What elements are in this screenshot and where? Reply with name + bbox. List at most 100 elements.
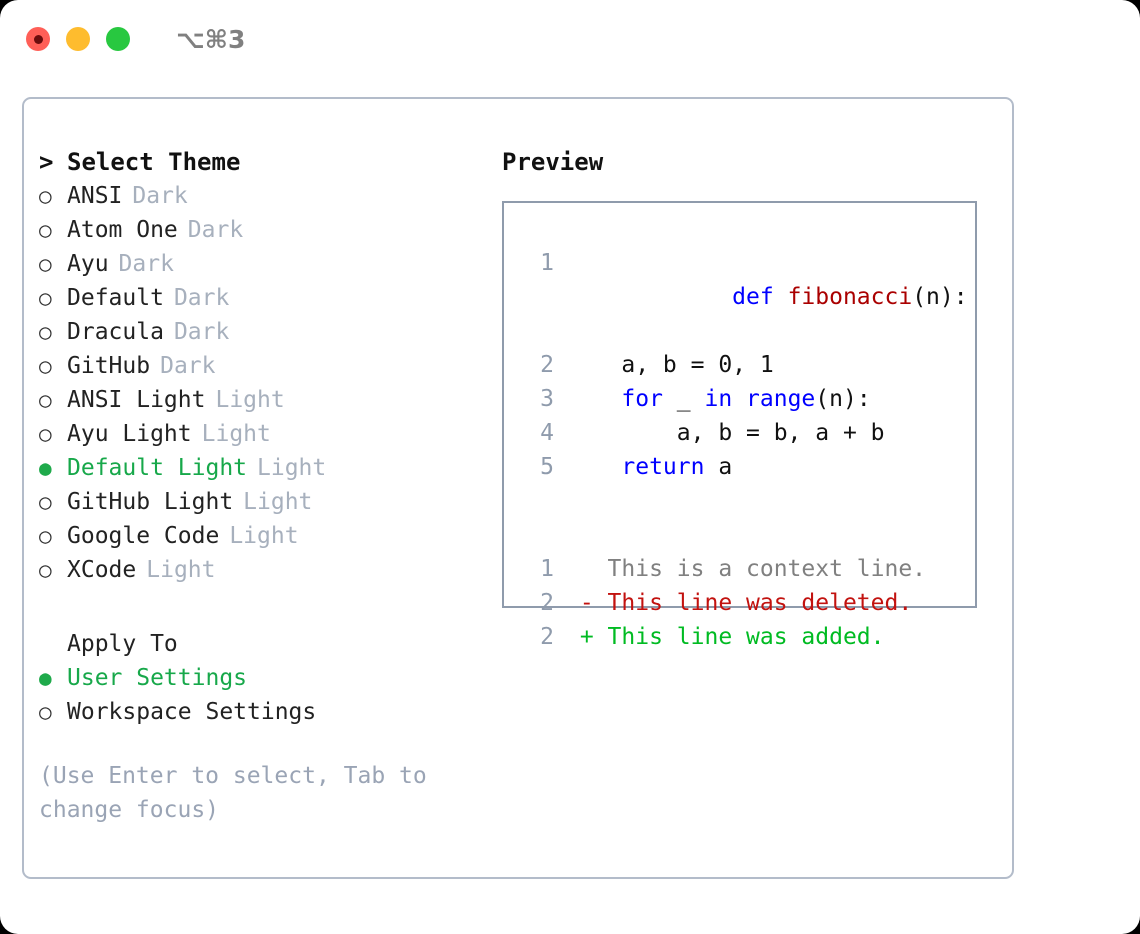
theme-item-ansi-light[interactable]: ○ ANSI Light Light [39,383,489,417]
theme-item-atom-one-dark[interactable]: ○ Atom One Dark [39,213,489,247]
code-token-function: fibonacci [787,284,913,310]
theme-item-ansi-dark[interactable]: ○ ANSI Dark [39,179,489,213]
theme-item-github-dark[interactable]: ○ GitHub Dark [39,349,489,383]
apply-to-option-user-settings[interactable]: ● User Settings [39,661,489,695]
spacer-icon: o [39,627,67,661]
theme-item-ayu-light[interactable]: ○ Ayu Light Light [39,417,489,451]
theme-item-dracula-dark[interactable]: ○ Dracula Dark [39,315,489,349]
theme-item-label: XCode [67,557,137,583]
theme-item-ayu-dark[interactable]: ○ Ayu Dark [39,247,489,281]
code-token-plain: a [704,454,733,480]
radio-icon[interactable]: ○ [39,320,52,344]
keyboard-hint-text: (Use Enter to select, Tab to change focu… [39,763,441,823]
radio-icon[interactable]: ○ [39,558,52,582]
theme-item-tag: Light [201,421,271,447]
diff-line-context: 1 This is a context line. [518,552,975,586]
theme-item-default-dark[interactable]: ○ Default Dark [39,281,489,315]
theme-item-label: Default [67,285,164,311]
prompt-caret-icon: > [39,148,54,176]
theme-picker-column: > Select Theme ○ ANSI Dark ○ Atom One Da… [39,145,489,827]
code-token-keyword: return [621,454,705,480]
radio-icon[interactable]: ○ [39,700,52,724]
close-button[interactable] [26,27,50,51]
diff-content: This is a context line. [566,556,927,582]
theme-item-xcode[interactable]: ○ XCode Light [39,553,489,587]
preview-column: Preview 1 def fibonacci(n): 2 a, b = 0, … [502,145,1002,650]
minimize-button[interactable] [66,27,90,51]
diff-content: - This line was deleted. [566,590,913,616]
apply-to-heading: o Apply To [39,627,489,661]
code-line: 2 a, b = 0, 1 [518,348,975,382]
preview-title: Preview [502,148,604,176]
radio-icon[interactable]: ○ [39,422,52,446]
radio-icon[interactable]: ○ [39,252,52,276]
line-number: 2 [540,590,554,616]
radio-icon[interactable]: ○ [39,184,52,208]
radio-icon[interactable]: ○ [39,388,52,412]
code-blank-line [518,484,975,518]
line-number: 1 [540,250,554,276]
code-content: a, b = 0, 1 [566,352,774,378]
diff-line-added: 2 + This line was added. [518,620,975,654]
line-number: 5 [540,454,554,480]
apply-to-heading-label: Apply To [67,631,178,657]
theme-item-label: Atom One [67,217,178,243]
theme-item-github-light[interactable]: ○ GitHub Light Light [39,485,489,519]
traffic-lights [26,27,130,51]
code-token-plain [566,386,621,412]
code-content: a, b = b, a + b [566,420,885,446]
radio-icon-selected[interactable]: ● [39,666,52,690]
radio-icon[interactable]: ○ [39,490,52,514]
line-number: 2 [540,352,554,378]
code-token-plain [732,386,746,412]
code-content: for _ in range(n): [566,382,871,416]
theme-item-label: ANSI Light [67,387,206,413]
hint-gap [39,729,489,759]
theme-item-label: Dracula [67,319,164,345]
theme-item-label: Google Code [67,523,220,549]
diff-content: + This line was added. [566,624,885,650]
code-token-plain: (n): [815,386,871,412]
maximize-button[interactable] [106,27,130,51]
preview-code-box: 1 def fibonacci(n): 2 a, b = 0, 1 3 for … [502,201,977,650]
radio-icon[interactable]: ○ [39,286,52,310]
apply-to-option-label: User Settings [67,665,248,691]
select-theme-heading: > Select Theme [39,145,489,179]
code-line: 3 for _ in range(n): [518,382,975,416]
code-content: return a [566,450,732,484]
code-token-keyword: in [704,386,733,412]
theme-item-tag: Dark [173,319,230,345]
theme-item-label: GitHub [67,353,151,379]
theme-item-label: Ayu Light [67,421,192,447]
radio-icon[interactable]: ○ [39,524,52,548]
line-number: 3 [540,386,554,412]
apply-to-option-workspace-settings[interactable]: ○ Workspace Settings [39,695,489,729]
theme-item-label: Default Light [67,455,248,481]
code-token-keyword: def [732,284,788,310]
code-content: def fibonacci(n): [566,246,967,348]
theme-item-tag: Dark [132,183,188,209]
radio-icon[interactable]: ○ [39,354,52,378]
radio-icon[interactable]: ○ [39,218,52,242]
select-theme-heading-label: Select Theme [67,148,241,176]
theme-item-label: GitHub Light [67,489,234,515]
code-line: 4 a, b = b, a + b [518,416,975,450]
theme-item-google-code[interactable]: ○ Google Code Light [39,519,489,553]
code-line: 5 return a [518,450,975,484]
theme-item-default-light[interactable]: ● Default Light Light [39,451,489,485]
list-gap [39,587,489,627]
code-blank-line [518,518,975,552]
code-token-keyword: for [621,386,663,412]
radio-icon-selected[interactable]: ● [39,456,52,480]
theme-item-tag: Dark [160,353,216,379]
apply-to-option-label: Workspace Settings [67,699,317,725]
theme-item-tag: Dark [187,217,244,243]
code-token-plain: _ [662,386,705,412]
theme-item-tag: Dark [118,251,174,277]
theme-item-tag: Light [146,557,216,583]
theme-item-tag: Light [215,387,285,413]
theme-item-tag: Light [229,523,299,549]
theme-item-tag: Light [257,455,327,481]
code-token-keyword: range [746,386,816,412]
